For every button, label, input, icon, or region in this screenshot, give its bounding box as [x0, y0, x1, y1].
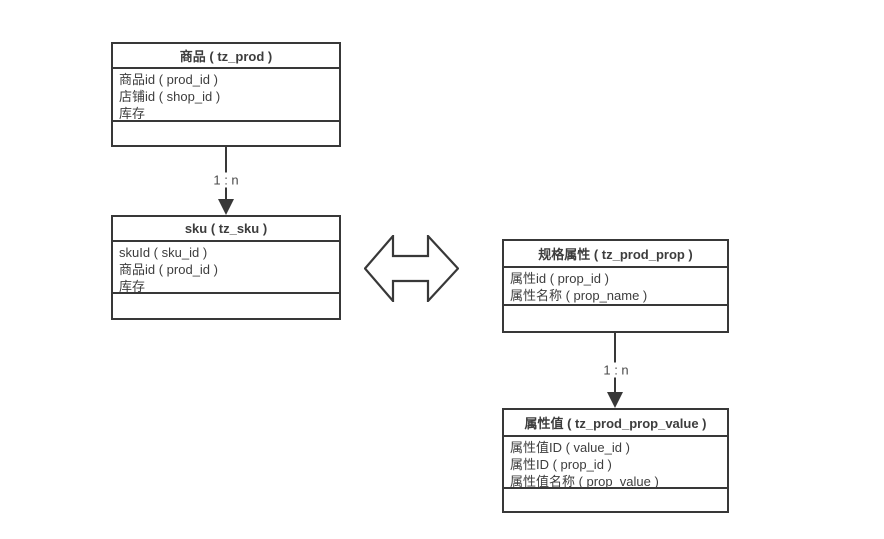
entity-prod-prop-footer	[504, 306, 727, 331]
entity-field: 库存	[119, 106, 146, 121]
entity-field: 属性ID ( prop_id )	[510, 457, 612, 472]
entity-field: 店铺id ( shop_id )	[119, 89, 221, 104]
entity-field: 商品id ( prod_id )	[119, 72, 218, 87]
entity-prod-fields: 商品id ( prod_id ) 店铺id ( shop_id ) 库存	[113, 69, 339, 122]
double-arrow-icon	[364, 235, 459, 302]
arrow-down-icon	[218, 199, 234, 215]
relation-label: 1 : n	[600, 362, 632, 378]
entity-field: 属性值ID ( value_id )	[510, 440, 630, 455]
entity-prod: 商品 ( tz_prod ) 商品id ( prod_id ) 店铺id ( s…	[111, 42, 341, 147]
entity-prod-prop-value-footer	[504, 489, 727, 511]
entity-prod-footer	[113, 122, 339, 145]
entity-prod-prop: 规格属性 ( tz_prod_prop ) 属性id ( prop_id ) 属…	[502, 239, 729, 333]
entity-prod-title: 商品 ( tz_prod )	[113, 44, 339, 69]
entity-field: 商品id ( prod_id )	[119, 262, 218, 277]
entity-field: skuId ( sku_id )	[119, 245, 208, 260]
entity-sku-title: sku ( tz_sku )	[113, 217, 339, 242]
entity-prod-prop-value: 属性值 ( tz_prod_prop_value ) 属性值ID ( value…	[502, 408, 729, 513]
entity-prod-prop-value-fields: 属性值ID ( value_id ) 属性ID ( prop_id ) 属性值名…	[504, 437, 727, 489]
entity-prod-prop-value-title: 属性值 ( tz_prod_prop_value )	[504, 410, 727, 437]
relation-label: 1 : n	[210, 172, 242, 188]
entity-sku-fields: skuId ( sku_id ) 商品id ( prod_id ) 库存	[113, 242, 339, 294]
entity-field: 属性值名称 ( prop_value )	[510, 474, 659, 489]
entity-sku-footer	[113, 294, 339, 318]
entity-sku: sku ( tz_sku ) skuId ( sku_id ) 商品id ( p…	[111, 215, 341, 320]
entity-field: 属性id ( prop_id )	[510, 271, 609, 286]
entity-field: 属性名称 ( prop_name )	[510, 288, 648, 303]
entity-prod-prop-title: 规格属性 ( tz_prod_prop )	[504, 241, 727, 268]
arrow-down-icon	[607, 392, 623, 408]
entity-field: 库存	[119, 279, 146, 294]
entity-prod-prop-fields: 属性id ( prop_id ) 属性名称 ( prop_name )	[504, 268, 727, 306]
